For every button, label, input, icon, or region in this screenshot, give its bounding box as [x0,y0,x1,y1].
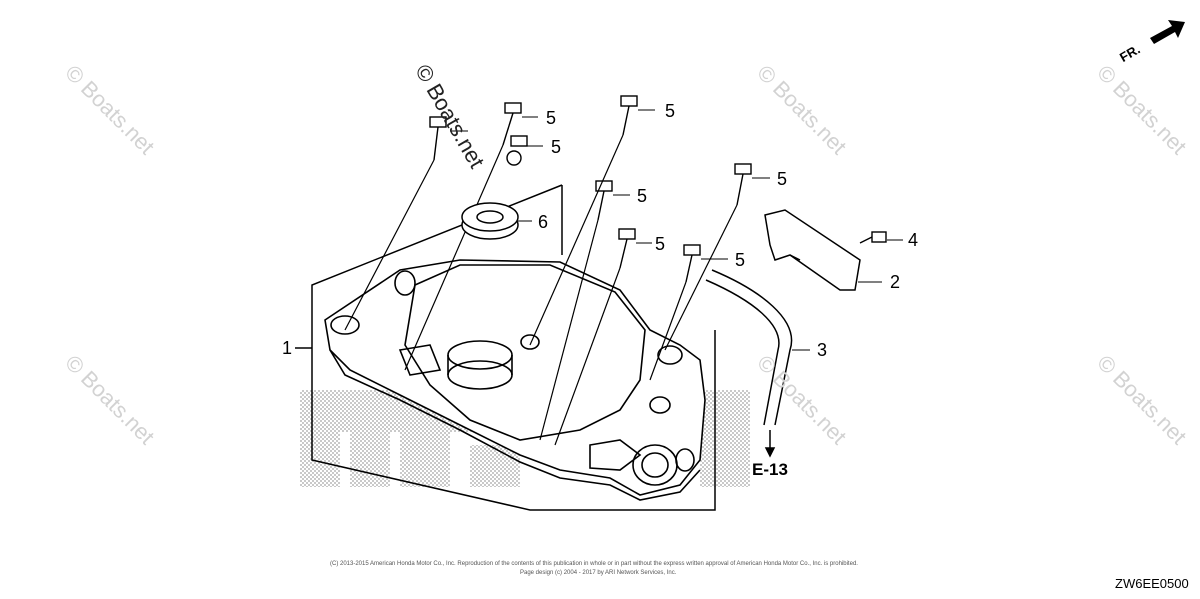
bolt-f [618,228,636,269]
callout-4: 4 [908,230,919,250]
plate [764,209,861,291]
part-1-frame [295,184,716,511]
reference-label: E-13 [752,460,788,479]
callout-2: 2 [890,272,901,292]
bolt-4 [859,231,887,244]
callout-3: 3 [817,340,828,360]
oil-seal [461,202,519,240]
bolt-group [429,95,887,283]
callout-5: 5 [655,234,666,254]
fr-arrow-icon [1150,20,1185,44]
page-design-line: Page design (c) 2004 - 2017 by ARI Netwo… [520,570,677,576]
diagram-code: ZW6EE0500 [1115,576,1189,591]
bolt-e [595,180,613,221]
bolt-d [620,95,638,136]
bolt-b [502,102,522,146]
copyright-line: (C) 2013-2015 American Honda Motor Co., … [330,561,858,567]
callout-5: 5 [665,101,676,121]
callout-6: 6 [538,212,549,232]
bolt-a [429,116,447,161]
callout-5: 5 [546,108,557,128]
tube [705,269,793,458]
callout-5: 5 [735,250,746,270]
bolt-h [683,244,701,283]
bolt-g [734,163,752,206]
callout-5: 5 [777,169,788,189]
callout-leaders [450,109,903,351]
callout-1: 1 [282,338,293,358]
callout-5: 5 [637,186,648,206]
callout-5: 5 [551,137,562,157]
bolt-c [506,135,528,166]
leader-lines [344,134,738,446]
case-body [324,259,706,501]
